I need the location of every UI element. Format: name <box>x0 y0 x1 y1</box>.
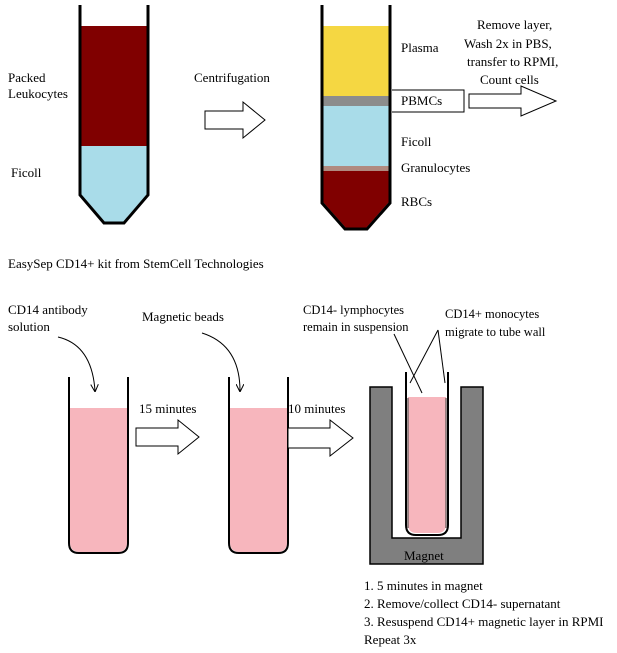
ficoll-label-1: Ficoll <box>11 165 42 180</box>
antibody-label-2: solution <box>8 319 50 334</box>
tube-b-outline <box>228 377 289 554</box>
antibody-pointer-arrow <box>57 336 95 391</box>
step2-arrow <box>287 418 354 458</box>
granulocyte-layer <box>323 166 389 171</box>
kit-title: EasySep CD14+ kit from StemCell Technolo… <box>8 256 264 271</box>
suspension-tube-a <box>70 408 127 552</box>
next-step-line-1: Remove layer, <box>477 17 552 32</box>
monocytes-pointer-left <box>409 329 439 384</box>
tube-c-outline <box>405 372 449 536</box>
packed-leukocytes-layer <box>81 26 147 146</box>
antibody-label: CD14 antibody <box>8 302 88 317</box>
beads-pointer-arrow <box>201 332 240 391</box>
tube-a-outline <box>68 377 129 554</box>
tube-before-centrifugation <box>78 5 150 225</box>
granulocytes-label: Granulocytes <box>401 160 470 175</box>
lymphocytes-label: CD14- lymphocytes <box>303 303 404 317</box>
plasma-label: Plasma <box>401 40 439 55</box>
centrifugation-arrow <box>204 100 266 140</box>
monocytes-label: CD14+ monocytes <box>445 307 539 321</box>
next-step-line-4: Count cells <box>480 72 539 87</box>
lymphocytes-pointer <box>393 333 423 394</box>
ficoll-layer-1 <box>81 146 147 222</box>
lymphocytes-label-2: remain in suspension <box>303 320 409 334</box>
tube-2-outline <box>320 5 392 231</box>
next-step-line-3: transfer to RPMI, <box>467 54 558 69</box>
monocytes-label-2: migrate to tube wall <box>445 325 546 339</box>
beads-label: Magnetic beads <box>142 309 224 324</box>
magnet-step-1: 1. 5 minutes in magnet <box>364 578 483 593</box>
tube-beads <box>228 377 289 554</box>
pbmc-callout-bracket <box>392 89 465 113</box>
tube-in-magnet <box>405 372 449 536</box>
ficoll-layer-2 <box>323 106 389 166</box>
rbc-layer <box>323 171 389 228</box>
step1-time-label: 15 minutes <box>139 401 196 416</box>
next-step-line-2: Wash 2x in PBS, <box>464 36 552 51</box>
pbmcs-label: PBMCs <box>401 93 442 108</box>
next-step-arrow <box>468 85 558 117</box>
suspension-tube-c <box>408 397 446 533</box>
plasma-layer <box>323 26 389 96</box>
tube-after-centrifugation <box>320 5 392 231</box>
packed-leukocytes-label: Packed <box>8 70 46 85</box>
rbcs-label: RBCs <box>401 194 432 209</box>
centrifugation-label: Centrifugation <box>194 70 270 85</box>
pbmc-layer <box>323 96 389 106</box>
step2-time-label: 10 minutes <box>288 401 345 416</box>
monocytes-pointer-right <box>437 329 446 384</box>
magnet-step-2: 2. Remove/collect CD14- supernatant <box>364 596 561 611</box>
magnet-label: Magnet <box>404 548 444 563</box>
step1-arrow <box>135 418 200 456</box>
ficoll-label-2: Ficoll <box>401 134 432 149</box>
tube-antibody <box>68 377 129 554</box>
tube-1-outline <box>78 5 150 225</box>
repeat-label: Repeat 3x <box>364 632 417 647</box>
packed-leukocytes-label-2: Leukocytes <box>8 86 68 101</box>
magnet-step-3: 3. Resuspend CD14+ magnetic layer in RPM… <box>364 614 604 629</box>
suspension-tube-b <box>230 408 287 552</box>
magnet <box>369 386 484 565</box>
